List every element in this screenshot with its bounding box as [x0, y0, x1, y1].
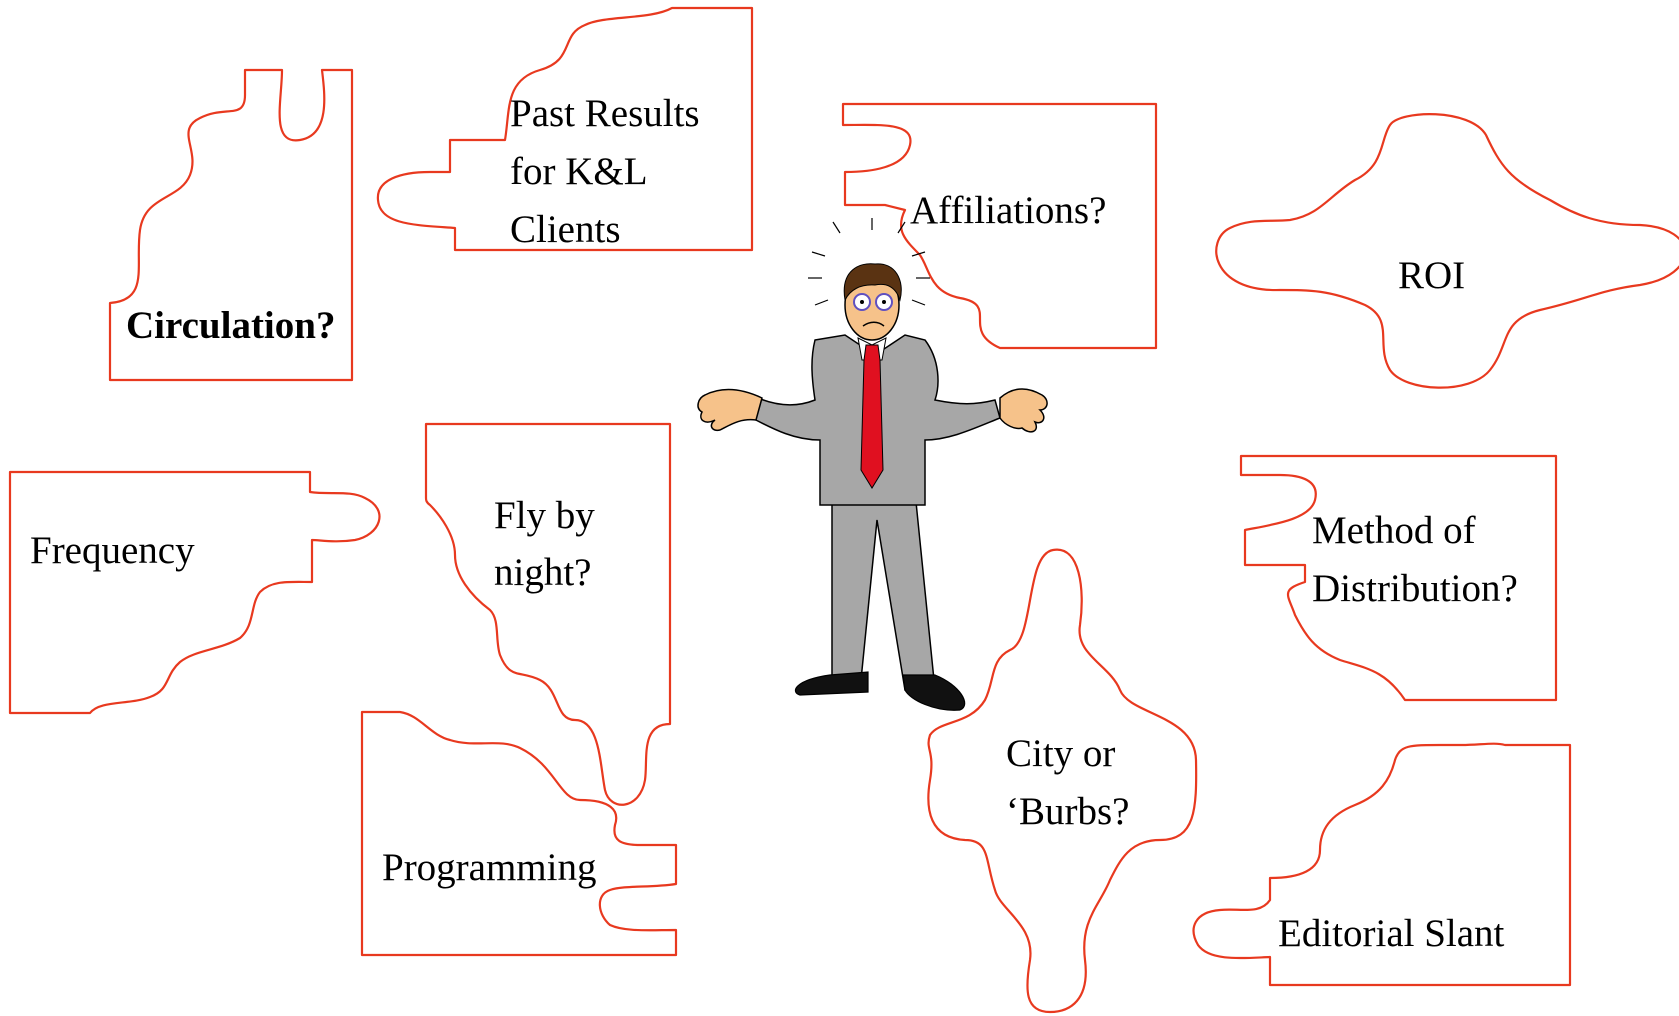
method-line1: Method of: [1312, 509, 1476, 552]
confusion-lines-icon: [808, 218, 930, 306]
piece-past-results: Past Results for K&L Clients: [376, 6, 754, 252]
affiliations-label: Affiliations?: [910, 189, 1106, 232]
city-line1: City or: [1006, 732, 1115, 775]
circulation-label: Circulation?: [126, 304, 335, 347]
past-results-line1: Past Results: [510, 92, 700, 135]
fly-by-night-line1: Fly by: [494, 494, 595, 537]
piece-fly-by-night: Fly by night?: [424, 422, 672, 806]
editorial-label: Editorial Slant: [1278, 912, 1505, 955]
piece-circulation: Circulation?: [108, 68, 354, 382]
frequency-label: Frequency: [30, 529, 195, 572]
roi-label: ROI: [1398, 254, 1465, 297]
piece-editorial: Editorial Slant: [1192, 742, 1572, 987]
piece-roi: ROI: [1215, 113, 1679, 389]
programming-label: Programming: [382, 846, 596, 889]
fly-by-night-line2: night?: [494, 551, 591, 594]
past-results-line3: Clients: [510, 208, 621, 251]
piece-city: City or ‘Burbs?: [927, 548, 1198, 1014]
piece-frequency: Frequency: [8, 470, 381, 715]
method-line2: Distribution?: [1312, 567, 1518, 610]
piece-method: Method of Distribution?: [1239, 454, 1558, 702]
piece-affiliations: Affiliations?: [841, 102, 1158, 350]
city-line2: ‘Burbs?: [1006, 790, 1129, 833]
past-results-line2: for K&L: [510, 150, 648, 193]
piece-programming: Programming: [360, 710, 678, 957]
businessman-figure: [697, 218, 1048, 711]
